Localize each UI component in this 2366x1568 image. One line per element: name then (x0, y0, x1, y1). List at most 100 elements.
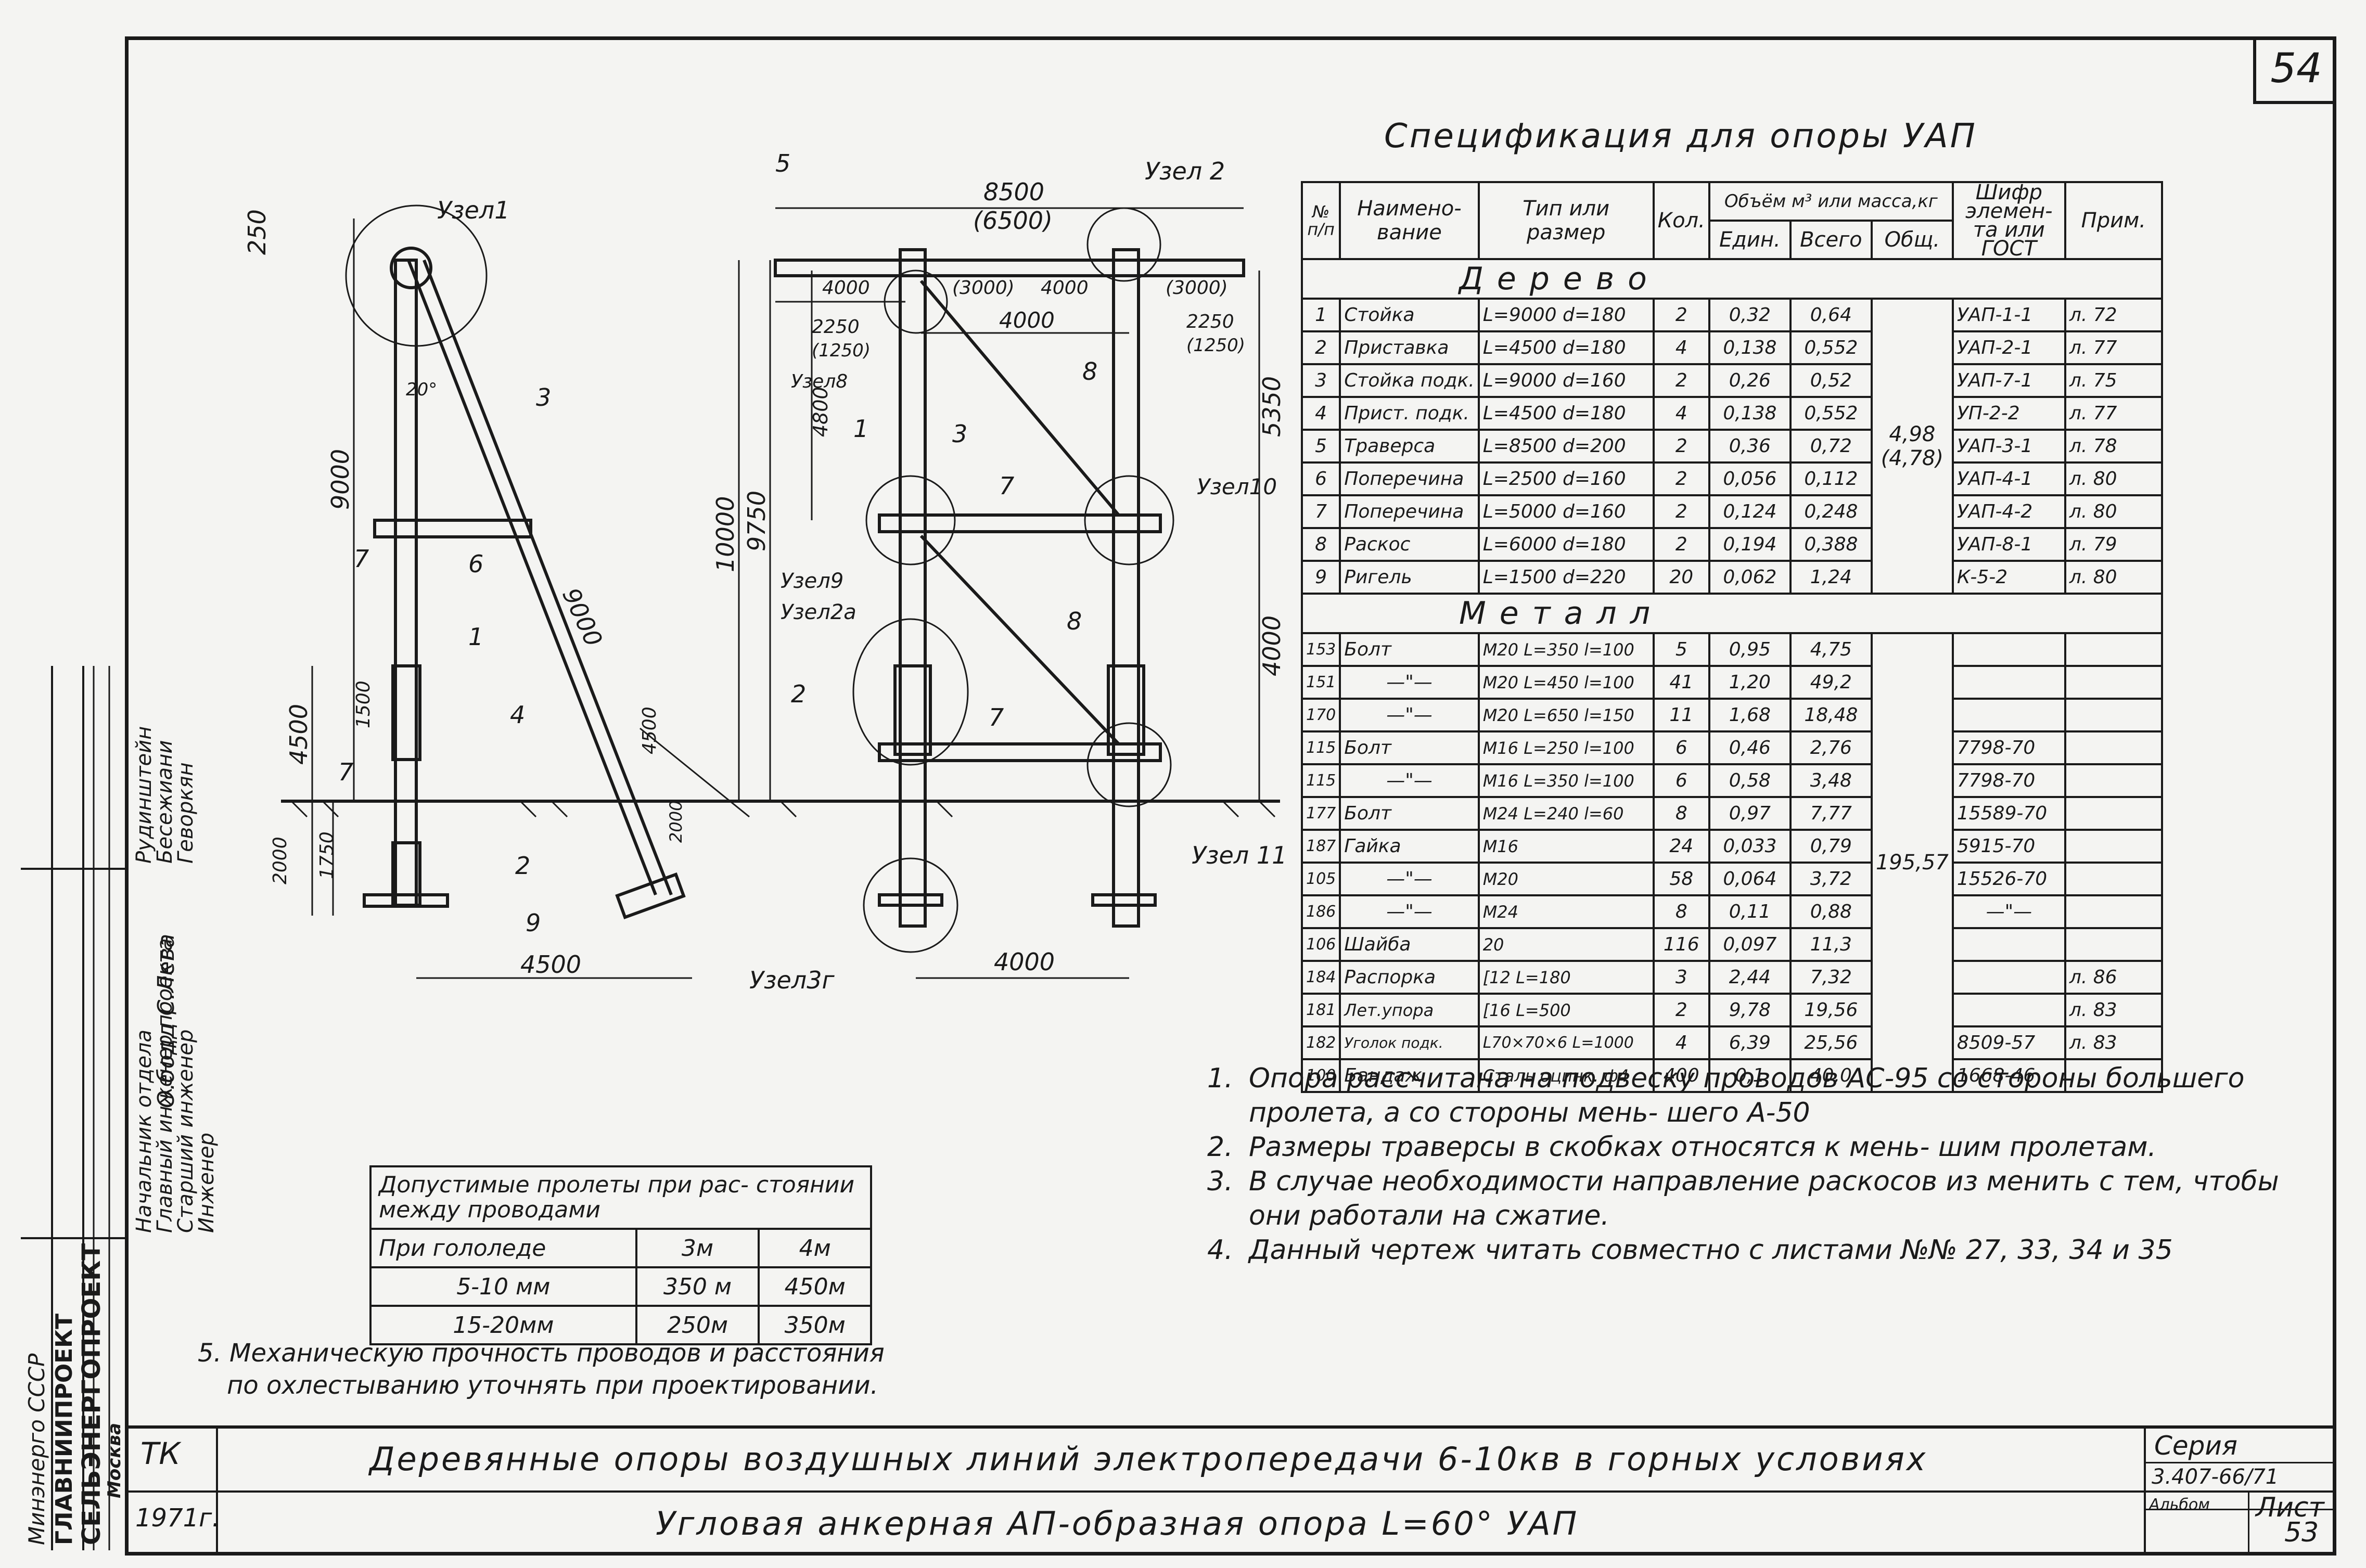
cell: 100 (1300, 1058, 1341, 1093)
dim-right-15: 4000 (1258, 615, 1286, 676)
cell: 0,97 (1708, 796, 1792, 831)
dim-right-10: (1250) (1186, 335, 1245, 356)
note-number: 2. (1207, 1132, 1233, 1163)
cell: М16 (1477, 829, 1655, 864)
cell: л. 86 (2064, 960, 2163, 995)
cell: л. 77 (2064, 330, 2163, 365)
cell: 115 (1300, 730, 1341, 765)
notes: 1. Опора рассчитана на подвеску проводов… (1207, 1061, 2300, 1267)
note-5: 5. Механическую прочность проводов и рас… (198, 1337, 885, 1402)
col-total: Всего (1789, 220, 1873, 260)
wood-total: 4,98 (1889, 422, 1936, 446)
cell: 4 (1652, 396, 1710, 431)
cell: 25,56 (1789, 1025, 1873, 1060)
cell: л. 77 (2064, 396, 2163, 431)
cell: 2 (1652, 429, 1710, 464)
cell: —"— (1339, 894, 1480, 929)
cell: 15526-70 (1951, 862, 2066, 896)
note-item: 3. В случае необходимости направление ра… (1207, 1164, 2300, 1233)
cell (1951, 993, 2066, 1027)
cell: 0,388 (1789, 527, 1873, 562)
col-code: Шифр элемен- та или ГОСТ (1951, 181, 2066, 260)
cell: 182 (1300, 1025, 1341, 1060)
support-drawings: Узел1 250 9000 9000 4500 1500 2000 1750 … (243, 149, 1287, 994)
cell: 400 (1652, 1058, 1710, 1093)
cell: 49,2 (1789, 665, 1873, 700)
dim-right-2: 4000 (822, 277, 870, 299)
cell: —"— (1339, 698, 1480, 732)
dim-left-7: 4500 (520, 950, 581, 979)
cell: 2 (1652, 494, 1710, 529)
wood-total-cell: 4,98 (4,78) (1870, 298, 1954, 595)
cell (1951, 927, 2066, 962)
cell: М24 L=240 l=60 (1477, 796, 1655, 831)
cell: 115 (1300, 763, 1341, 798)
cell: 4м (758, 1228, 872, 1268)
drawing-frame (125, 36, 2336, 1556)
cell: L=8500 d=200 (1477, 429, 1655, 464)
cell: Поперечина (1339, 461, 1480, 496)
callout-right-8a: 8 (1082, 357, 1097, 385)
cell: 4 (1300, 396, 1341, 431)
cell: УАП-8-1 (1951, 527, 2066, 562)
cell: 116 (1652, 927, 1710, 962)
cell: Лет.упора (1339, 993, 1480, 1027)
table-row: 115 —"— М16 L=350 l=100 6 0,58 3,48 7798… (1300, 763, 2163, 798)
cell: 0,1 (1708, 1058, 1792, 1093)
cell: [16 L=500 (1477, 993, 1655, 1027)
title-sub: Угловая анкерная АП-образная опора L=60°… (656, 1505, 1579, 1543)
cell: л. 83 (2064, 1025, 2163, 1060)
cell: 0,194 (1708, 527, 1792, 562)
note-item: 1. Опора рассчитана на подвеску проводов… (1207, 1061, 2300, 1130)
cell: Стойка подк. (1339, 363, 1480, 398)
cell: 1,20 (1708, 665, 1792, 700)
ground-hatch (290, 800, 1276, 818)
title-code: ТК (140, 1436, 181, 1471)
dim-right-5: (3000) (1166, 277, 1228, 299)
cell: При гололеде (369, 1228, 637, 1268)
cell: 8 (1300, 527, 1341, 562)
cell: 41 (1652, 665, 1710, 700)
table-row: 1 Стойка L=9000 d=180 2 0,32 0,64 4,98 (… (1300, 298, 2163, 595)
table-row: 115 Болт М16 L=250 l=100 6 0,46 2,76 779… (1300, 730, 2163, 765)
series-number: 3.407-66/71 (2152, 1465, 2279, 1489)
cell: УАП-3-1 (1951, 429, 2066, 464)
section-metal: Металл (1301, 593, 2163, 634)
cell: 40,0 (1789, 1058, 1873, 1093)
col-unit: Един. (1708, 220, 1792, 260)
cell: 105 (1300, 862, 1341, 896)
cell (2064, 1058, 2163, 1093)
cell: 0,097 (1708, 927, 1792, 962)
cell: 0,124 (1708, 494, 1792, 529)
note-5-line1: 5. Механическую прочность проводов и рас… (198, 1339, 885, 1368)
spans-table: Допустимые пролеты при рас- стоянии межд… (369, 1165, 872, 1345)
cell: 11 (1652, 698, 1710, 732)
callout-left-1: 1 (468, 623, 483, 651)
cell (1951, 698, 2066, 732)
cell: 0,88 (1789, 894, 1873, 929)
cell: L=5000 d=160 (1477, 494, 1655, 529)
sheet-number: 54 (2253, 36, 2336, 104)
cell: К-5-2 (1951, 560, 2066, 595)
cell (1951, 632, 2066, 667)
cell: 7,32 (1789, 960, 1873, 995)
note-5-line2: по охлестыванию уточнять при проектирова… (227, 1371, 878, 1400)
cell (2064, 763, 2163, 798)
title-block: ТК 1971г. Деревянные опоры воздушных лин… (125, 1425, 2336, 1556)
cell: [12 L=180 (1477, 960, 1655, 995)
cell: 106 (1300, 927, 1341, 962)
dim-left-5: 2000 (270, 837, 291, 884)
table-row: 184 Распорка [12 L=180 3 2,44 7,32 л. 86 (1300, 960, 2163, 995)
album-label: Альбом (2149, 1496, 2210, 1514)
callout-right-1: 1 (853, 415, 868, 443)
cell: 6 (1652, 763, 1710, 798)
dim-left-9: 2000 (666, 801, 686, 843)
cell: 9,78 (1708, 993, 1792, 1027)
cell: 6 (1652, 730, 1710, 765)
note-number: 4. (1207, 1235, 1233, 1266)
cell: 2 (1652, 993, 1710, 1027)
cell: 0,52 (1789, 363, 1873, 398)
cell: УАП-4-1 (1951, 461, 2066, 496)
cell: 0,062 (1708, 560, 1792, 595)
cell: УАП-4-2 (1951, 494, 2066, 529)
